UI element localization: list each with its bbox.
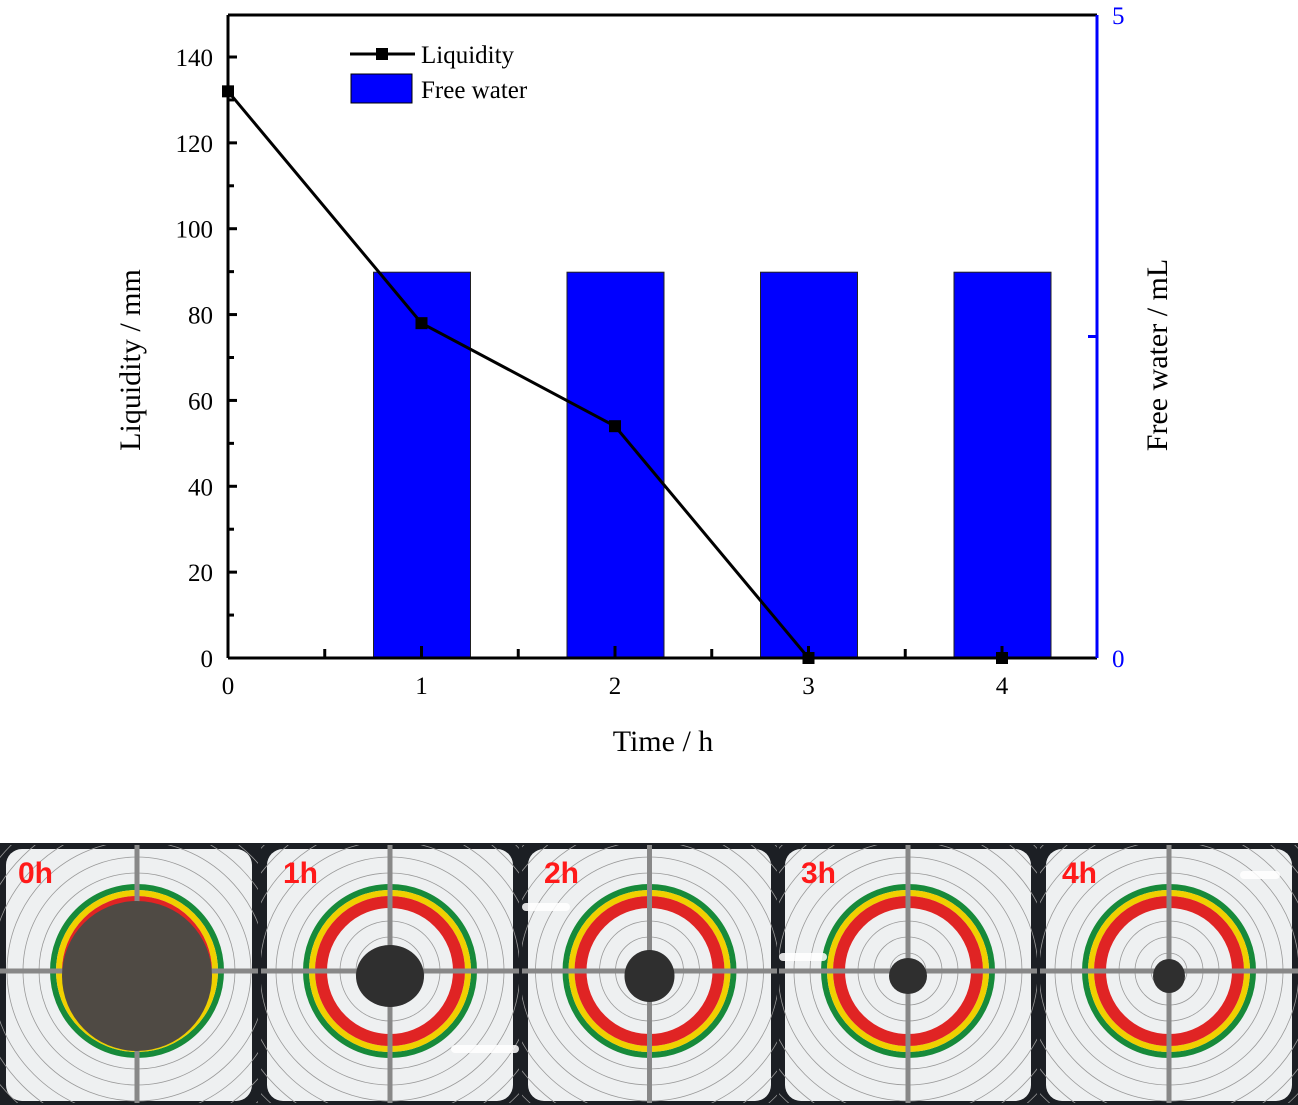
photo-time-label: 4h (1062, 857, 1098, 890)
concentric-target-icon (522, 845, 777, 1103)
concentric-target-icon (1040, 845, 1298, 1103)
y-left-tick-label: 0 (201, 646, 214, 673)
y-left-tick-label: 60 (188, 388, 213, 415)
concentric-target-icon (779, 845, 1037, 1103)
liquidity-marker (996, 652, 1008, 664)
photo-time-label: 0h (18, 857, 54, 890)
liquidity-marker (222, 85, 234, 98)
x-tick-label: 1 (415, 673, 428, 700)
sample-photo-0h: 0h (0, 845, 258, 1103)
free-water-bar (373, 271, 471, 659)
y-left-tick-label: 20 (188, 560, 213, 587)
y-left-tick-label: 100 (176, 217, 214, 244)
legend-square-marker-icon (376, 48, 388, 60)
sample-photo-2h: 2h (522, 845, 777, 1103)
photo-time-label: 2h (544, 857, 580, 890)
y-left-tick-label: 40 (188, 474, 213, 501)
x-tick-label: 2 (609, 673, 622, 700)
free-water-bars (373, 271, 1052, 659)
y-left-tick-label: 140 (176, 45, 214, 72)
concentric-target-icon (0, 845, 258, 1103)
y-axis-right-label: Free water / mL (1141, 259, 1174, 451)
sample-photo-1h: 1h (261, 845, 519, 1103)
free-water-bar (953, 271, 1052, 659)
free-water-bar (566, 271, 665, 659)
x-tick-label: 4 (996, 673, 1009, 700)
photo-time-label: 3h (801, 857, 837, 890)
y-left-tick-label: 120 (176, 131, 214, 158)
cement-sample-blob (1153, 959, 1185, 993)
concentric-target-icon (261, 845, 519, 1103)
liquidity-marker (415, 317, 428, 330)
cement-sample-blob (889, 958, 927, 994)
legend-liquidity-label: Liquidity (421, 42, 515, 69)
y-left-tick-label: 80 (188, 303, 213, 330)
liquidity-marker (802, 652, 815, 664)
free-water-bar (760, 271, 858, 659)
y-axis-left-label: Liquidity / mm (114, 269, 147, 451)
cement-sample-blob (62, 901, 212, 1051)
y-right-tick-label: 0 (1112, 646, 1125, 673)
x-tick-label: 0 (222, 673, 235, 700)
liquidity-line (222, 85, 1008, 664)
legend-free-water-label: Free water (421, 77, 528, 104)
cement-sample-blob (624, 950, 675, 1002)
sample-photo-strip: 0h 1h 2h (0, 843, 1298, 1105)
y-right-tick-label: 5 (1112, 3, 1125, 30)
legend-bar-swatch-icon (350, 73, 413, 104)
photo-time-label: 1h (283, 857, 319, 890)
x-axis-label: Time / h (613, 725, 714, 758)
liquidity-marker (609, 420, 621, 433)
cement-sample-blob (356, 945, 424, 1007)
sample-photo-4h: 4h (1040, 845, 1298, 1103)
sample-photo-3h: 3h (779, 845, 1037, 1103)
x-tick-label: 3 (802, 673, 815, 700)
legend: Liquidity Free water (350, 42, 528, 104)
